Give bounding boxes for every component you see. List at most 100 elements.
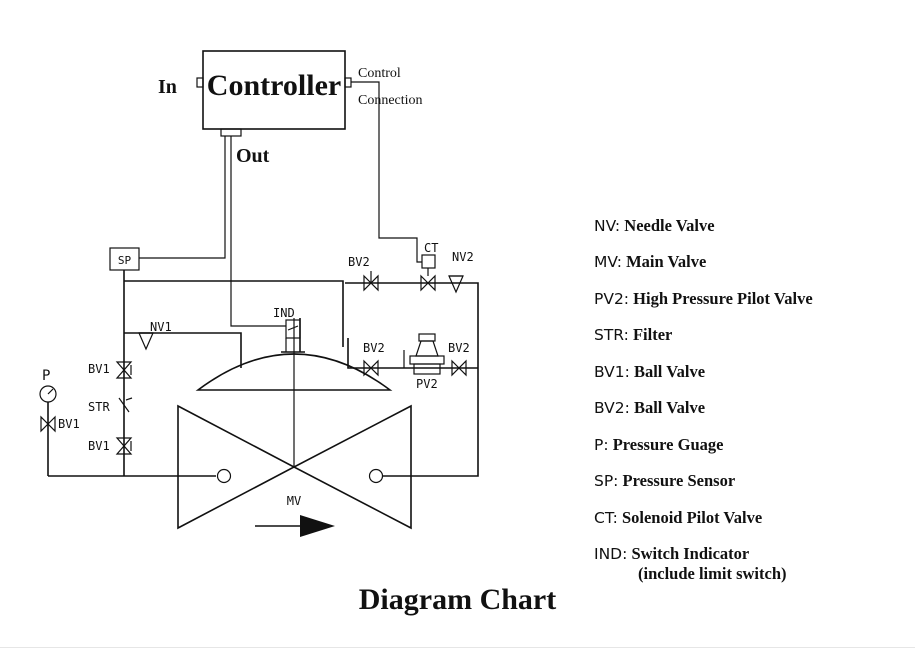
legend-code: MV: (594, 253, 622, 271)
main-valve-inlet-port (216, 468, 232, 484)
signal-wiring (139, 81, 422, 327)
legend-item: PV2: High Pressure Pilot Valve (594, 289, 813, 309)
control-connection-label-1: Control (358, 66, 401, 81)
str-cap (125, 397, 133, 401)
legend-desc: High Pressure Pilot Valve (633, 289, 813, 308)
ind-box (285, 319, 301, 339)
ct-valve-body (420, 274, 436, 292)
controller-out-label: Out (236, 145, 270, 167)
legend-item: SP: Pressure Sensor (594, 471, 735, 491)
diagram-title: Diagram Chart (358, 583, 557, 616)
controller-box (202, 50, 346, 130)
flow-arrow-head (300, 515, 335, 537)
indicator-wire (230, 136, 286, 327)
legend-code: SP: (594, 472, 619, 490)
pressure-gauge-needle (47, 388, 54, 395)
controller-block: Controller In Out Control Connection (158, 50, 423, 167)
bv2-right-body (451, 359, 467, 377)
control-connection-wire (351, 81, 422, 263)
nv2-body (448, 275, 464, 294)
pv2-cap (418, 333, 436, 342)
bv2-left-body (363, 359, 379, 377)
bottom-divider (0, 647, 915, 648)
pipe-upper-loop (124, 280, 344, 347)
pipe-pilot-lower (347, 338, 478, 369)
sp-label: SP (118, 254, 132, 267)
pv2-diaphragm (409, 355, 445, 365)
pipe-nv1-branch (124, 332, 242, 368)
main-valve-bonnet (195, 353, 393, 391)
bv2-top-body (363, 274, 379, 292)
bv1-gauge-body (40, 415, 56, 433)
p-label: P (42, 368, 50, 384)
solenoid-pilot-ct: CT (420, 241, 438, 292)
ind-switch-lever (287, 325, 299, 331)
needle-valve-nv2: NV2 (448, 250, 474, 294)
pilot-assembly: BV2 BV2 PV2 (363, 333, 470, 391)
ind-label: IND (273, 306, 295, 320)
legend-item: P: Pressure Guage (594, 435, 723, 455)
bv2-left-label: BV2 (363, 341, 385, 355)
legend-code: NV: (594, 217, 621, 235)
bv1-gauge-label: BV1 (58, 417, 80, 431)
main-valve: MV (177, 318, 412, 537)
legend-code: P: (594, 436, 609, 454)
legend-desc: Pressure Guage (612, 435, 724, 454)
inlet-riser-valves: BV1 STR BV1 (88, 361, 133, 455)
legend-item: NV: Needle Valve (594, 216, 715, 236)
nv2-label: NV2 (452, 250, 474, 264)
controller-control-port (344, 77, 352, 88)
main-valve-body-right (292, 404, 412, 530)
ball-valve-bv2-top: BV2 (348, 255, 379, 292)
legend-code: BV1: (594, 363, 630, 381)
bv2-right-label: BV2 (448, 341, 470, 355)
controller-out-port (220, 128, 242, 137)
needle-valve-nv1: NV1 (138, 320, 172, 351)
legend-code: IND: (594, 545, 628, 563)
bv2-top-label: BV2 (348, 255, 370, 269)
pv2-label: PV2 (416, 377, 438, 391)
controller-in-port (196, 77, 204, 88)
legend-desc: Ball Valve (633, 398, 706, 417)
pressure-sensor-sp: SP (109, 247, 140, 281)
pressure-gauge-dial (39, 385, 57, 403)
sensor-wire (139, 136, 226, 259)
legend-code: BV2: (594, 399, 630, 417)
legend-desc: Ball Valve (633, 362, 706, 381)
legend-desc: Pressure Sensor (622, 471, 736, 490)
ct-label: CT (424, 241, 438, 255)
bv1-upper-label: BV1 (88, 362, 110, 376)
legend-item: BV2: Ball Valve (594, 398, 705, 418)
pipe-pilot-upper (345, 282, 479, 477)
legend-item: CT: Solenoid Pilot Valve (594, 508, 762, 528)
pv2-body (413, 363, 441, 375)
main-valve-body-left (177, 404, 296, 530)
legend-desc: Solenoid Pilot Valve (621, 508, 763, 527)
legend-item: IND: Switch Indicator (include limit swi… (594, 544, 787, 584)
str-body (118, 397, 130, 413)
main-valve-outlet-port (368, 468, 384, 484)
legend-code: STR: (594, 326, 629, 344)
legend-desc-continued: (include limit switch) (638, 564, 787, 583)
nv1-label: NV1 (150, 320, 172, 334)
nv1-body (138, 332, 154, 351)
legend-item: MV: Main Valve (594, 252, 706, 272)
ct-coil (421, 254, 436, 269)
piping (47, 280, 479, 477)
switch-indicator-ind: IND (273, 306, 305, 353)
legend-item: STR: Filter (594, 325, 672, 345)
legend-code: CT: (594, 509, 618, 527)
controller-in-label: In (158, 76, 177, 98)
legend-item: BV1: Ball Valve (594, 362, 705, 382)
legend-code: PV2: (594, 290, 630, 308)
control-connection-label-2: Connection (358, 93, 423, 108)
bv1-lower-body (115, 437, 133, 455)
controller-label: Controller (207, 69, 341, 102)
bv1-lower-label: BV1 (88, 439, 110, 453)
mv-label: MV (287, 494, 301, 508)
str-label: STR (88, 400, 110, 414)
bv1-upper-body (115, 361, 133, 379)
legend-desc: Needle Valve (624, 216, 715, 235)
